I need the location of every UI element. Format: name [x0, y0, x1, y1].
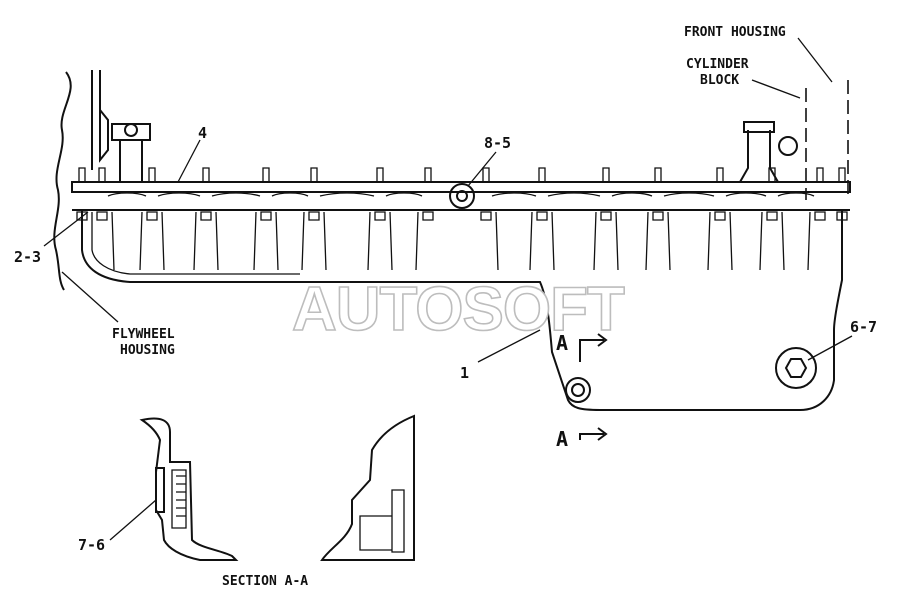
pan-ribs — [107, 192, 815, 271]
section-left-hatch — [171, 469, 187, 529]
drain-plug-hex — [784, 358, 808, 378]
flange-bolt — [814, 167, 826, 221]
callout-6-7: 6-7 — [850, 318, 877, 336]
pan-rib — [319, 192, 375, 271]
pan-rib — [725, 192, 767, 271]
flange-bolt — [374, 167, 386, 221]
flange-bolt — [766, 167, 778, 221]
leader-front-housing — [797, 37, 833, 83]
watermark: AUTOSOFT — [292, 275, 625, 344]
callout-4: 4 — [198, 124, 207, 142]
pan-rib — [547, 192, 601, 271]
flange-bolt — [260, 167, 272, 221]
pan-rib — [663, 192, 715, 271]
label-cylinder: CYLINDER — [686, 57, 749, 72]
flange-bolts — [76, 167, 848, 221]
callout-7-6: 7-6 — [78, 536, 105, 554]
leader-6-7 — [807, 335, 853, 361]
drain-plug-6-7 — [775, 347, 817, 389]
section-arrow-top — [579, 333, 608, 362]
flywheel-break-line — [53, 71, 72, 291]
pan-rib — [777, 192, 815, 271]
flange-bolt — [76, 167, 88, 221]
plug-8-5 — [449, 183, 475, 209]
section-right-hatch — [359, 489, 405, 553]
leader-flywheel — [61, 271, 119, 323]
flange-bolt — [836, 167, 848, 221]
flange-bolt — [536, 167, 548, 221]
pan-flange — [71, 181, 851, 193]
flange-bolt — [422, 167, 434, 221]
flange-bolt — [600, 167, 612, 221]
label-housing: HOUSING — [120, 343, 175, 358]
pan-rib — [211, 192, 261, 271]
pan-rib — [271, 192, 309, 271]
section-left-plug — [155, 467, 165, 513]
section-marker-top: A — [556, 331, 568, 355]
pan-rib — [385, 192, 423, 271]
section-right-piece — [320, 414, 415, 561]
label-front-housing: FRONT HOUSING — [684, 25, 786, 40]
drain-boss — [565, 377, 591, 403]
section-arrow-bottom — [579, 427, 608, 441]
pan-rib — [157, 192, 201, 271]
pan-rib — [491, 192, 537, 271]
plug-8-5-inner — [456, 190, 468, 202]
leader-cylinder-block — [751, 79, 801, 99]
pan-rib — [107, 192, 147, 271]
flange-bolt — [308, 167, 320, 221]
flywheel-housing-edge — [91, 70, 109, 170]
leader-7-6 — [109, 499, 157, 541]
dipstick-tube — [739, 121, 779, 183]
leader-8-5 — [467, 151, 497, 187]
pan-body-inner — [91, 212, 300, 275]
flange-bolt — [714, 167, 726, 221]
section-left-piece — [139, 417, 239, 561]
flange-bolt — [652, 167, 664, 221]
pan-body — [81, 210, 843, 411]
flange-bolt — [200, 167, 212, 221]
leader-2-3 — [43, 211, 89, 247]
pipe-cap — [124, 123, 138, 137]
drain-boss-inner — [571, 383, 585, 397]
leader-4 — [177, 139, 201, 183]
oil-pipe — [111, 123, 151, 182]
flange-bolt — [96, 167, 108, 221]
leader-1 — [477, 329, 541, 363]
callout-1: 1 — [460, 364, 469, 382]
callout-8-5: 8-5 — [484, 134, 511, 152]
callout-2-3: 2-3 — [14, 248, 41, 266]
label-block: BLOCK — [700, 73, 739, 88]
section-marker-bottom: A — [556, 427, 568, 451]
pan-rib — [611, 192, 653, 271]
flange-bolt — [480, 167, 492, 221]
flange-bolt — [146, 167, 158, 221]
dipstick-eye — [778, 136, 798, 156]
label-flywheel: FLYWHEEL — [112, 327, 175, 342]
label-section: SECTION A-A — [222, 574, 308, 589]
